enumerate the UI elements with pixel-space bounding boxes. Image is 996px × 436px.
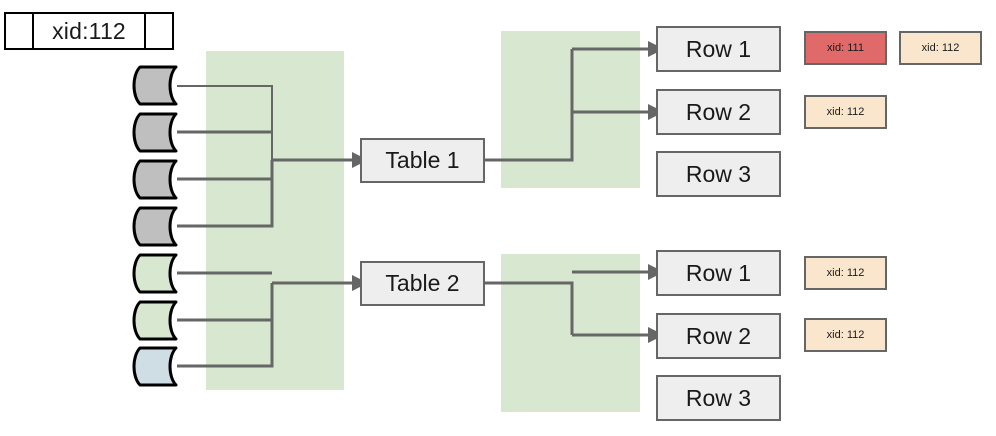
tape-4[interactable] [130, 206, 186, 247]
tape-1[interactable] [130, 65, 186, 106]
tape-7[interactable] [130, 346, 186, 387]
badge-table1-row1-xid111[interactable]: xid: 111 [804, 31, 887, 65]
xid-header-label: xid:112 [52, 17, 126, 44]
badge-table2-row2-xid112[interactable]: xid: 112 [804, 318, 887, 352]
table-2-node[interactable]: Table 2 [360, 261, 485, 306]
green-panel-tapes [206, 51, 344, 390]
xid-header-box: xid:112 [4, 12, 174, 50]
badge-table1-row2-xid112[interactable]: xid: 112 [804, 95, 887, 129]
green-panel-table1-rows [501, 31, 640, 188]
table2-row-1[interactable]: Row 1 [656, 250, 781, 296]
table2-row-2[interactable]: Row 2 [656, 313, 781, 359]
green-panel-table2-rows [501, 254, 640, 412]
table2-row-3[interactable]: Row 3 [656, 375, 781, 421]
table1-row-3[interactable]: Row 3 [656, 151, 781, 197]
table-1-node[interactable]: Table 1 [360, 138, 485, 183]
xid-header-left-cell [6, 14, 34, 48]
table1-row-2[interactable]: Row 2 [656, 89, 781, 135]
badge-table2-row1-xid112[interactable]: xid: 112 [804, 256, 887, 290]
tape-3[interactable] [130, 159, 186, 200]
tape-6[interactable] [130, 300, 186, 341]
tape-5[interactable] [130, 253, 186, 294]
table1-row-1[interactable]: Row 1 [656, 26, 781, 72]
tape-2[interactable] [130, 112, 186, 153]
badge-table1-row1-xid112[interactable]: xid: 112 [899, 31, 982, 65]
xid-header-right-cell [144, 14, 172, 48]
